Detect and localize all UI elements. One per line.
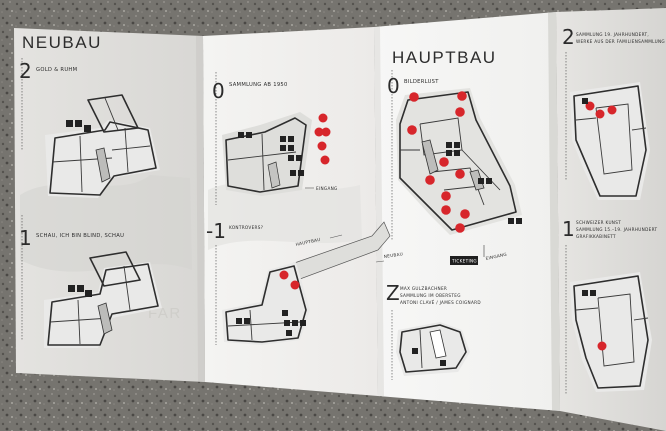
right-floor-1-line1: SCHWEIZER KUNST: [576, 220, 621, 225]
right-floor-1-line3: GRAFIKKABINETT: [576, 234, 616, 239]
fire-exit-icon: [460, 209, 470, 219]
neubau-floor-1-plan: [44, 251, 162, 348]
hauptbau-floor-0-number: 0: [387, 74, 400, 98]
hauptbau-neubau-label: NEUBAU: [383, 251, 403, 259]
hauptbau-floor-z-number: Z: [386, 281, 400, 305]
info-icon: [318, 113, 328, 123]
right-floor-2-line1: SAMMLUNG 19. JAHRHUNDERT,: [576, 32, 649, 37]
right-floor-2-line2: WERKE AUS DER FAMILIENSAMMLUNG: [576, 39, 665, 44]
neubau-floor-1-label: SCHAU, ICH BIN BLIND, SCHAU: [36, 233, 124, 239]
right-floor-1-number: 1: [562, 217, 575, 241]
cafe-icon: [314, 127, 324, 137]
middle-eingang-label: EINGANG: [316, 186, 338, 191]
hauptbau-floor-0-plan: [396, 88, 522, 235]
hauptbau-title: HAUPTBAU: [392, 48, 497, 67]
cloakroom-icon: [407, 125, 417, 135]
ticketing-badge: [450, 256, 478, 265]
hauptbau-floor-z-line2: SAMMLUNG IM OBERSTEG: [400, 293, 461, 298]
middle-floor-0-plan: [222, 112, 331, 196]
middle-floor-0-label: SAMMLUNG AB 1950: [229, 82, 288, 88]
middle-floor-minus1-plan: [222, 262, 310, 345]
middle-hauptbau-label: HAUPTBAU: [295, 237, 321, 247]
right-floor-2-number: 2: [562, 25, 575, 49]
hauptbau-floor-z-line3: ANTONI CLAVÉ / JAMES COIGNARD: [400, 300, 481, 305]
ticketing-label: TICKETING: [451, 259, 477, 264]
middle-floor-0-number: 0: [212, 79, 225, 103]
toilet-red-icon: [409, 92, 419, 102]
right-floor-1-plan: [570, 272, 652, 392]
middle-floor-minus1-label: KONTROVERS?: [229, 225, 263, 230]
hauptbau-floor-0-label: BILDERLUST: [404, 79, 439, 85]
hauptbau-eingang-label: EINGANG: [485, 252, 507, 261]
neubau-floor-2-label: GOLD & RUHM: [36, 67, 77, 73]
neubau-title: NEUBAU: [22, 33, 102, 52]
side-letters: FAR: [148, 305, 182, 322]
neubau-floor-2-number: 2: [19, 59, 32, 83]
hauptbau-floor-z-line1: MAX GULZBACHNER: [400, 286, 447, 291]
right-floor-2-plan: [570, 82, 650, 200]
stairs-icon: [84, 125, 91, 132]
lift-icon: [75, 120, 82, 127]
neubau-floor-2-plan: [45, 94, 160, 198]
shop-icon: [321, 127, 331, 137]
locker-icon: [455, 169, 465, 179]
toilet-icon: [66, 120, 73, 127]
neubau-floor-1-number: 1: [19, 226, 32, 250]
right-floor-1-line2: SAMMLUNG 15.–19. JAHRHUNDERT: [576, 227, 657, 232]
middle-floor-minus1-number: -1: [206, 219, 226, 243]
hauptbau-floor-z-plan: [396, 322, 470, 376]
audio-guide-icon: [317, 141, 327, 151]
